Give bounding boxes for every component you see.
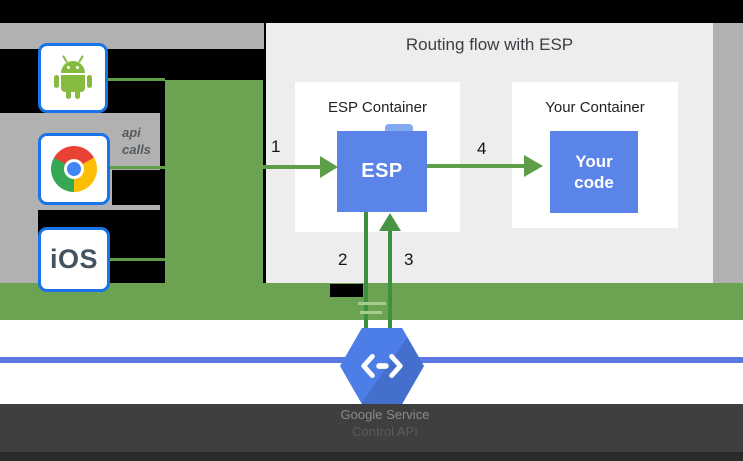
footer-line-2: Control API — [352, 424, 418, 439]
ios-client-box: iOS — [38, 227, 110, 292]
android-connector-line — [108, 78, 165, 81]
footer-dark-band — [0, 404, 743, 452]
esp-box: ESP — [337, 131, 427, 212]
ios-label: iOS — [49, 244, 98, 274]
step-1-label: 1 — [271, 137, 281, 156]
step-2-label: 2 — [338, 250, 348, 269]
arrow-2-line — [364, 212, 368, 331]
green-vertical-band — [165, 80, 263, 283]
footer-caption: Google Service Control API — [240, 406, 530, 440]
ios-connector-line — [110, 258, 165, 261]
chrome-connector-line — [110, 166, 165, 169]
footer-darker-strip — [0, 452, 743, 461]
left-gray-column — [0, 210, 38, 283]
light-green-dash — [360, 311, 382, 314]
arrow-3-head-icon — [379, 213, 401, 231]
arrow-4-line — [427, 164, 525, 168]
panel-title: Routing flow with ESP — [405, 35, 574, 54]
android-client-box — [38, 43, 108, 113]
api-calls-label: api calls — [122, 125, 151, 157]
chrome-client-box — [38, 133, 110, 205]
arrow-1-line — [263, 165, 321, 169]
your-container-title: Your Container — [545, 99, 645, 116]
esp-container-title: ESP Container — [328, 99, 427, 116]
step-4-label: 4 — [477, 139, 487, 158]
arrow-1-head-icon — [320, 156, 338, 178]
android-robot-icon — [50, 55, 96, 101]
code-brackets-icon — [361, 353, 403, 379]
right-gray-strip — [713, 23, 743, 283]
step-3-label: 3 — [404, 250, 414, 269]
arrow-4-head-icon — [524, 155, 543, 177]
black-notch — [330, 284, 363, 297]
footer-line-1: Google Service — [340, 407, 430, 422]
chrome-browser-icon — [51, 146, 97, 192]
light-green-dash — [358, 302, 386, 305]
arrow-3-line — [388, 216, 392, 331]
black-cutout — [112, 170, 160, 205]
your-code-box: Your code — [550, 131, 638, 213]
